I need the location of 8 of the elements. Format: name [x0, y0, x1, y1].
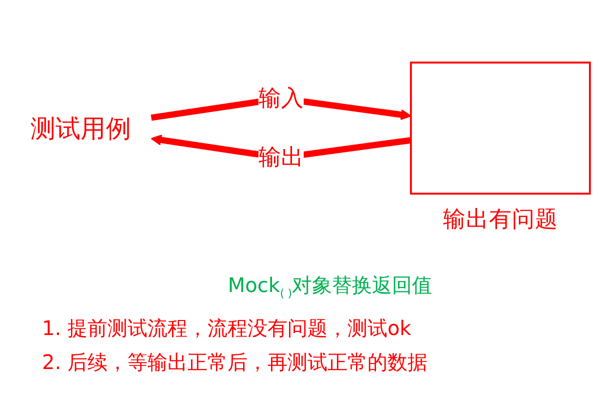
edge-label: 输入 — [258, 85, 304, 112]
edge-label: 输出 — [258, 144, 304, 171]
node-box — [410, 62, 591, 195]
note-text: 1. 提前测试流程，流程没有问题，测试ok — [41, 315, 412, 342]
node-caption: 输出有问题 — [442, 206, 558, 232]
node-text: 测试用例 — [30, 112, 132, 144]
note-text: 2. 后续，等输出正常后，再测试正常的数据 — [41, 349, 428, 376]
note-text: Mock$_{( )}$对象替换返回值 — [226, 272, 434, 302]
